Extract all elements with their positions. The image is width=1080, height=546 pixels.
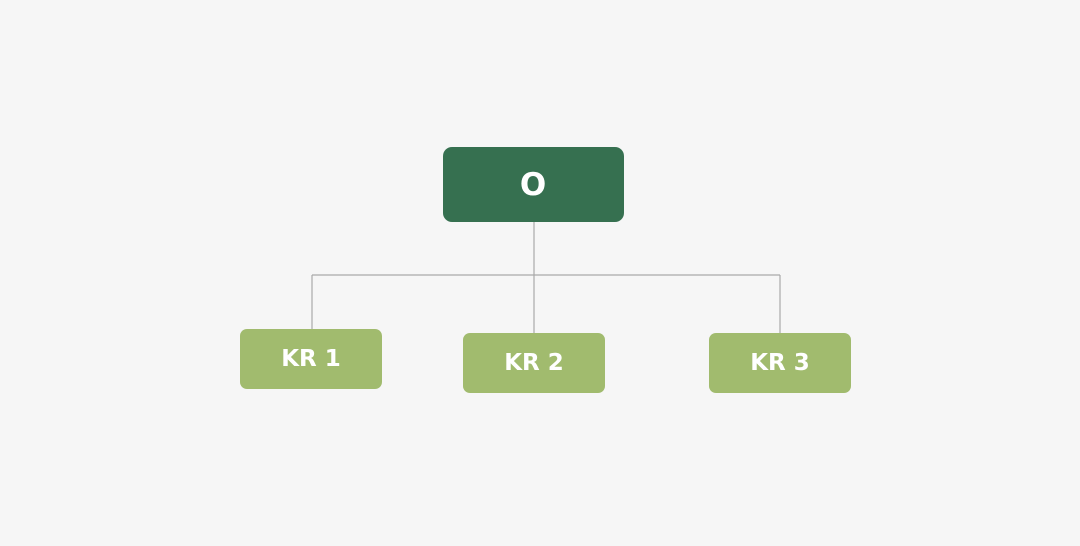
objective-node-label: O [520, 167, 546, 203]
objective-node-box [443, 147, 624, 222]
objective-node: O [443, 147, 624, 222]
key-result-node-1-box [240, 329, 382, 389]
key-result-node-3-box [709, 333, 851, 393]
key-result-node-1: KR 1 [240, 329, 382, 389]
key-result-node-2: KR 2 [463, 333, 605, 393]
connector-lines [311, 222, 781, 333]
key-result-node-3-label: KR 3 [750, 350, 810, 376]
key-result-node-3: KR 3 [709, 333, 851, 393]
key-result-node-1-label: KR 1 [281, 346, 341, 372]
key-result-node-2-box [463, 333, 605, 393]
key-result-node-2-label: KR 2 [504, 350, 564, 376]
